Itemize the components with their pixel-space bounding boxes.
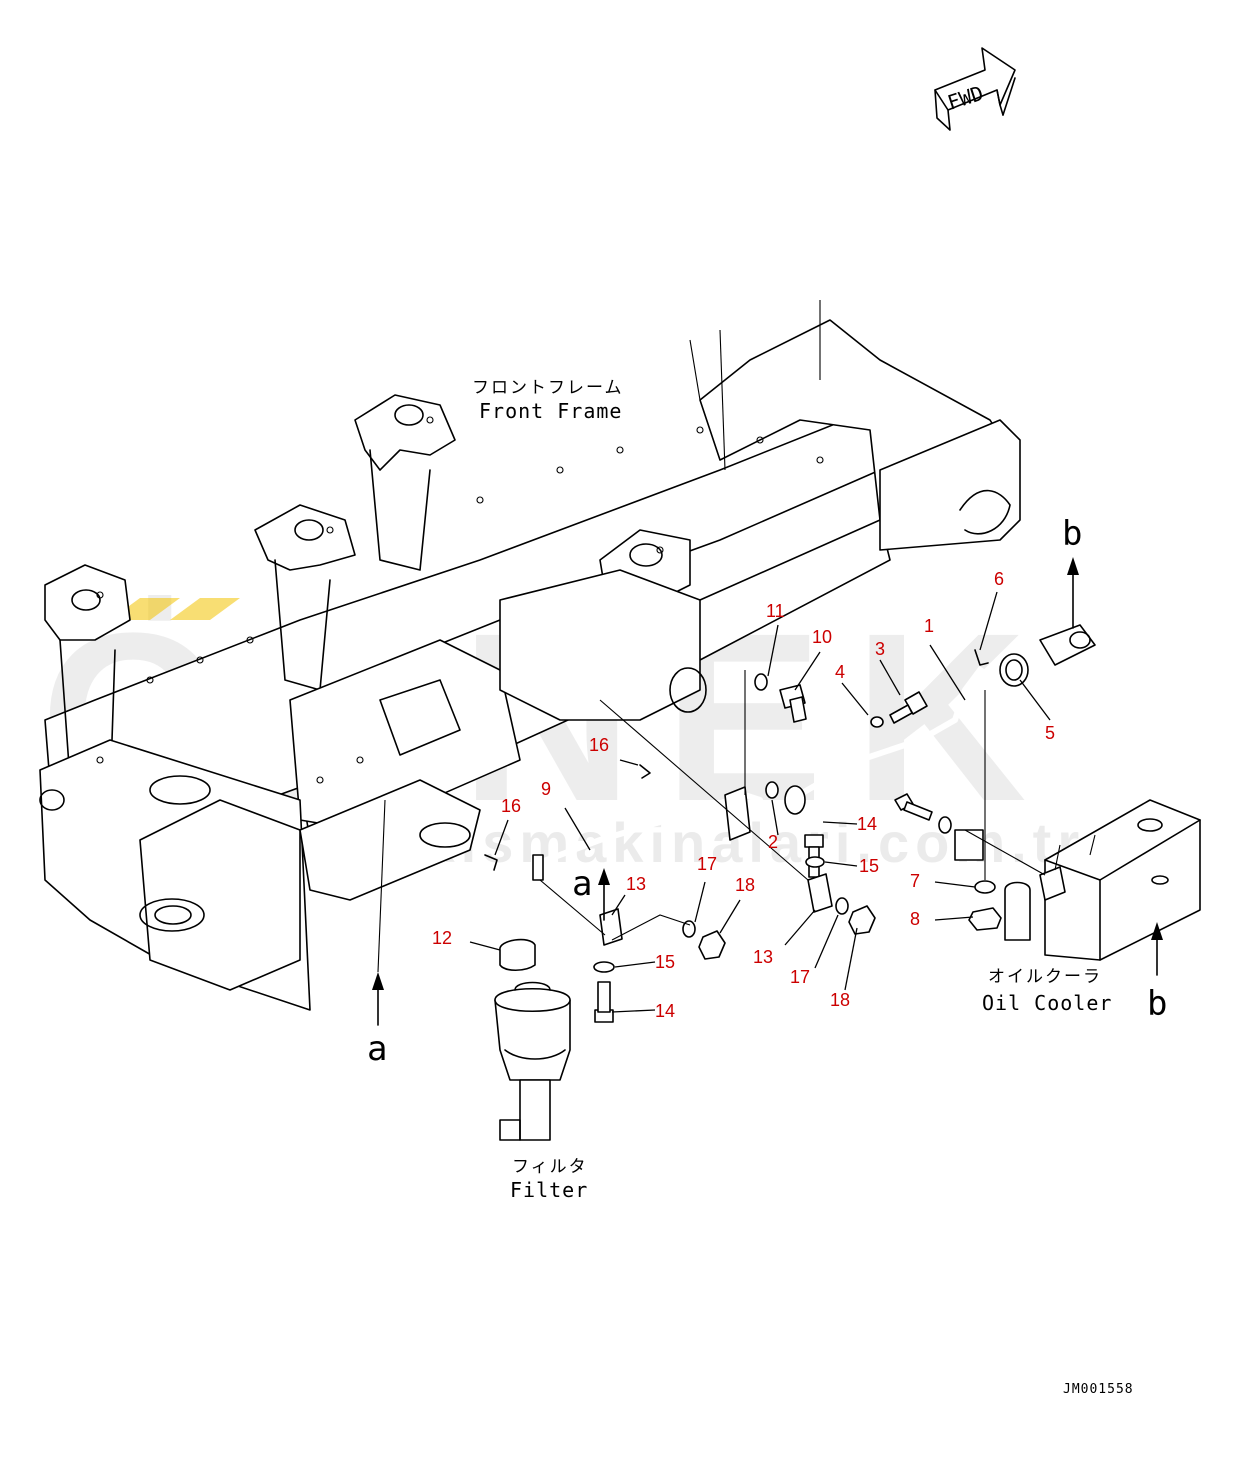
fwd-arrow-icon: FWD [934, 47, 1016, 131]
callout-1: 1 [924, 616, 934, 636]
callout-13-a: 13 [626, 874, 646, 894]
callout-17-a: 17 [697, 854, 717, 874]
view-arrows [372, 557, 1163, 1026]
callout-9: 9 [541, 779, 551, 799]
filter-assembly [494, 981, 571, 1141]
clip-6 [974, 649, 989, 666]
callout-16-a: 16 [589, 735, 609, 755]
callout-11: 11 [766, 601, 785, 621]
washer-15-b [593, 961, 615, 973]
washer-4 [870, 716, 884, 728]
view-ref-b-bottom: b [1147, 984, 1167, 1024]
oring-2 [765, 781, 779, 799]
arrow-up-icon [1151, 922, 1163, 940]
washer-15-a [805, 856, 825, 868]
washer-11 [754, 673, 768, 691]
clip-16-b [484, 854, 498, 871]
callout-18-b: 18 [830, 990, 850, 1010]
clamp-13-a [599, 908, 623, 946]
callout-18-a: 18 [735, 875, 755, 895]
fasteners [484, 649, 1002, 1023]
watermark-accent [170, 598, 240, 620]
washer-17-b [835, 897, 849, 915]
callout-15-a: 15 [859, 856, 879, 876]
callout-16-b: 16 [501, 796, 521, 816]
callout-15-b: 15 [655, 952, 675, 972]
callout-2: 2 [768, 832, 778, 852]
front-frame [39, 300, 1021, 1011]
drawing-number: JM001558 [1063, 1382, 1134, 1397]
nut-18-a [698, 930, 726, 960]
oil-cooler-label-jp: オイルクーラ [988, 967, 1102, 987]
view-ref-a-center: a [572, 864, 592, 904]
callout-13-b: 13 [753, 947, 773, 967]
callout-17-b: 17 [790, 967, 810, 987]
nut-18-b [848, 905, 876, 935]
callout-6: 6 [994, 569, 1004, 589]
callouts: 1 2 3 4 5 6 7 8 9 10 11 12 13 13 14 14 1… [432, 569, 1055, 1021]
arrow-up-icon [1067, 557, 1079, 575]
filter-label-en: Filter [510, 1178, 588, 1202]
front-frame-label-en: Front Frame [479, 399, 622, 423]
callout-3: 3 [875, 639, 885, 659]
leader-lines [469, 591, 1051, 1013]
filter-label-jp: フィルタ [512, 1157, 588, 1177]
nut-8 [968, 907, 1002, 931]
bolt-14-a [804, 834, 824, 848]
oil-cooler-label-en: Oil Cooler [982, 991, 1112, 1015]
view-ref-b-top: b [1062, 514, 1082, 554]
callout-12: 12 [432, 928, 452, 948]
front-frame-label-jp: フロントフレーム [472, 378, 624, 398]
callout-10: 10 [812, 627, 832, 647]
piping [499, 624, 1096, 972]
callout-7: 7 [910, 871, 920, 891]
callout-8: 8 [910, 909, 920, 929]
clamp-13-b [807, 873, 833, 913]
arrow-up-icon [598, 868, 610, 885]
callout-4: 4 [835, 662, 845, 682]
view-ref-a-left: a [367, 1029, 387, 1069]
oil-cooler-assembly [954, 799, 1201, 961]
clip-16-a [639, 764, 651, 779]
washer-17-a [682, 920, 696, 938]
callout-5: 5 [1045, 723, 1055, 743]
arrow-up-icon [372, 972, 384, 990]
callout-14-a: 14 [857, 814, 877, 834]
callout-14-b: 14 [655, 1001, 675, 1021]
washer-7 [974, 880, 996, 894]
